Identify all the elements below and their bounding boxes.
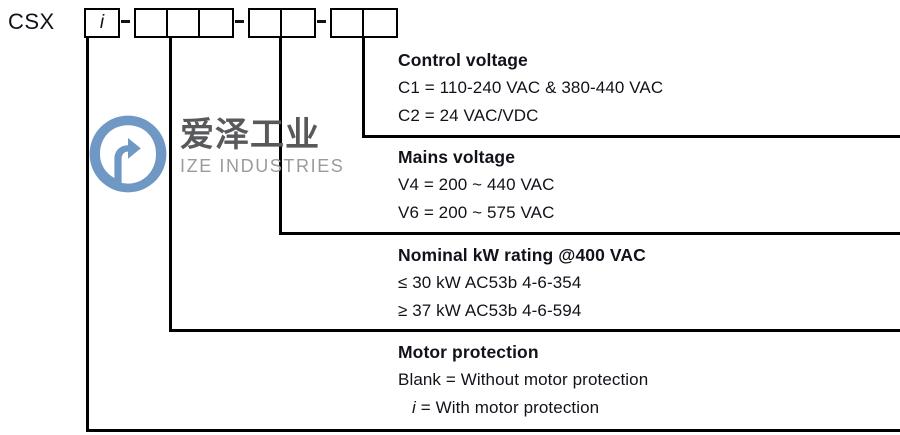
nominal-kw-rating-title: Nominal kW rating @400 VAC xyxy=(398,245,646,265)
leader-line-mains-voltage-horizontal xyxy=(279,232,900,235)
watermark-chinese-name: 爱泽工业 xyxy=(180,115,320,155)
watermark: 爱泽工业 IZE INDUSTRIES xyxy=(88,112,358,198)
nominal-kw-rating-option: ≥ 37 kW AC53b 4-6-594 xyxy=(398,300,582,320)
code-cell[interactable] xyxy=(168,10,200,36)
separator-dash-1 xyxy=(121,20,130,23)
control-voltage-option: C2 = 24 VAC/VDC xyxy=(398,105,539,125)
kw-rating-code-group xyxy=(134,8,234,38)
code-cell[interactable] xyxy=(282,10,314,36)
product-prefix-label: CSX xyxy=(8,9,55,34)
code-cell[interactable] xyxy=(332,10,364,36)
code-cell[interactable] xyxy=(250,10,282,36)
control-voltage-block: Control voltage C1 = 110-240 VAC & 380-4… xyxy=(398,50,663,129)
nominal-kw-rating-block: Nominal kW rating @400 VAC ≤ 30 kW AC53b… xyxy=(398,245,646,324)
leader-line-nominal-kw-horizontal xyxy=(169,329,900,332)
code-row: CSX i xyxy=(0,0,900,44)
motor-protection-block: Motor protection Blank = Without motor p… xyxy=(398,342,648,421)
watermark-text: 爱泽工业 IZE INDUSTRIES xyxy=(180,115,360,177)
mains-voltage-option: V4 = 200 ~ 440 VAC xyxy=(398,175,555,194)
control-voltage-code-group xyxy=(330,8,398,38)
motor-protection-code-group: i xyxy=(84,8,120,38)
motor-protection-option-i: i = With motor protection xyxy=(398,394,648,422)
code-cell[interactable] xyxy=(200,10,232,36)
mains-voltage-code-group xyxy=(248,8,316,38)
leader-line-nominal-kw-vertical xyxy=(169,38,172,331)
ize-industries-logo-icon xyxy=(88,114,168,194)
leader-line-control-voltage-vertical xyxy=(362,38,365,138)
motor-protection-option-blank: Blank = Without motor protection xyxy=(398,370,649,389)
leader-line-motor-protection-horizontal xyxy=(86,429,900,432)
nominal-kw-rating-option: ≤ 30 kW AC53b 4-6-354 xyxy=(398,273,582,292)
code-cell[interactable] xyxy=(136,10,168,36)
mains-voltage-option: V6 = 200 ~ 575 VAC xyxy=(398,202,555,222)
mains-voltage-block: Mains voltage V4 = 200 ~ 440 VAC V6 = 20… xyxy=(398,147,555,226)
motor-protection-i-description: = With motor protection xyxy=(415,397,600,417)
code-cell[interactable] xyxy=(364,10,396,36)
separator-dash-2 xyxy=(235,20,244,23)
mains-voltage-title: Mains voltage xyxy=(398,147,516,167)
motor-protection-title: Motor protection xyxy=(398,342,539,362)
watermark-english-name: IZE INDUSTRIES xyxy=(180,155,345,176)
motor-protection-i-symbol: i xyxy=(412,397,416,417)
leader-line-mains-voltage-vertical xyxy=(279,38,282,234)
separator-dash-3 xyxy=(317,20,326,23)
leader-line-control-voltage-horizontal xyxy=(362,135,900,138)
code-cell[interactable]: i xyxy=(99,12,105,33)
leader-line-motor-protection-vertical xyxy=(86,38,89,429)
control-voltage-option: C1 = 110-240 VAC & 380-440 VAC xyxy=(398,78,664,97)
control-voltage-title: Control voltage xyxy=(398,50,528,70)
